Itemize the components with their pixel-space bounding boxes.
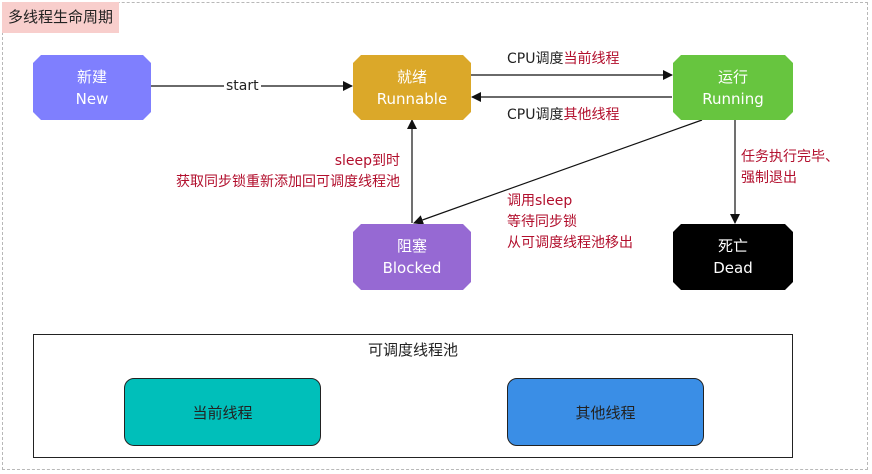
thread-pool: 可调度线程池 当前线程 其他线程 [33,334,793,458]
label-to-running-prefix: CPU调度 [507,51,564,67]
thread-pool-title: 可调度线程池 [367,341,458,359]
diagram-title: 多线程生命周期 [2,2,120,33]
state-dead-zh: 死亡 [717,237,748,255]
state-dead: 死亡 Dead [673,224,793,290]
label-to-dead-line1: 任务执行完毕、 [741,149,839,165]
label-to-dead-line2: 强制退出 [741,170,797,186]
label-to-blocked-line1: 调用sleep [507,193,573,209]
label-sleep-end-line2: 获取同步锁重新添加回可调度线程池 [176,174,400,190]
label-to-blocked: 调用sleep 等待同步锁 从可调度线程池移出 [507,191,633,254]
label-to-blocked-line3: 从可调度线程池移出 [507,235,633,251]
state-blocked: 阻塞 Blocked [353,224,471,290]
state-dead-en: Dead [713,259,753,277]
other-thread-box: 其他线程 [507,378,704,446]
state-runnable-en: Runnable [376,89,448,108]
state-runnable: 就绪 Runnable [353,55,471,120]
arrow-running-to-blocked [413,119,703,225]
state-runnable-zh: 就绪 [396,67,427,86]
label-start: start [224,76,261,97]
label-to-blocked-line2: 等待同步锁 [507,214,577,230]
current-thread-box: 当前线程 [124,378,321,446]
label-to-running-highlight: 当前线程 [563,51,620,67]
label-sleep-end-line1: sleep到时 [334,153,400,169]
label-to-runnable-prefix: CPU调度 [507,107,564,123]
state-new-zh: 新建 [76,67,107,86]
label-to-runnable: CPU调度其他线程 [507,105,619,126]
state-running-zh: 运行 [717,67,748,86]
state-running: 运行 Running [673,55,793,120]
label-to-runnable-highlight: 其他线程 [563,107,620,123]
label-sleep-end: sleep到时 获取同步锁重新添加回可调度线程池 [176,151,400,193]
state-running-en: Running [702,89,764,108]
state-blocked-zh: 阻塞 [396,237,427,255]
state-new-en: New [75,89,109,108]
label-to-dead: 任务执行完毕、 强制退出 [741,147,839,189]
state-new: 新建 New [33,55,151,120]
state-blocked-en: Blocked [382,259,442,277]
label-to-running: CPU调度当前线程 [507,49,619,70]
